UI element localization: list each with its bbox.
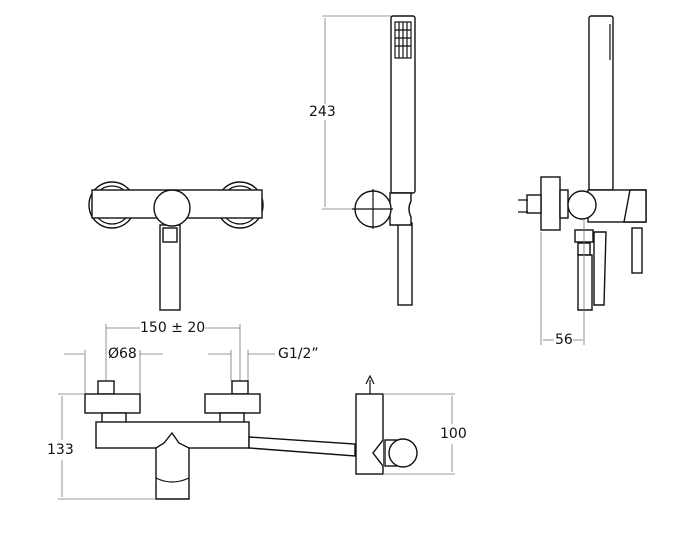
front-view — [88, 181, 264, 311]
plan-view — [58, 324, 455, 500]
side-view — [518, 15, 647, 345]
handshower-view — [322, 15, 416, 306]
dimension-inlet-distance: 150 ± 20 — [140, 320, 206, 336]
dimension-handshower-length: 243 — [309, 104, 336, 120]
dimension-flange-diameter: Ø68 — [108, 346, 137, 362]
dimension-holder-height: 100 — [440, 426, 467, 442]
dimension-wall-depth: 56 — [555, 332, 573, 348]
dimension-thread: G1/2” — [278, 346, 319, 362]
dimension-mixer-height: 133 — [47, 442, 74, 458]
